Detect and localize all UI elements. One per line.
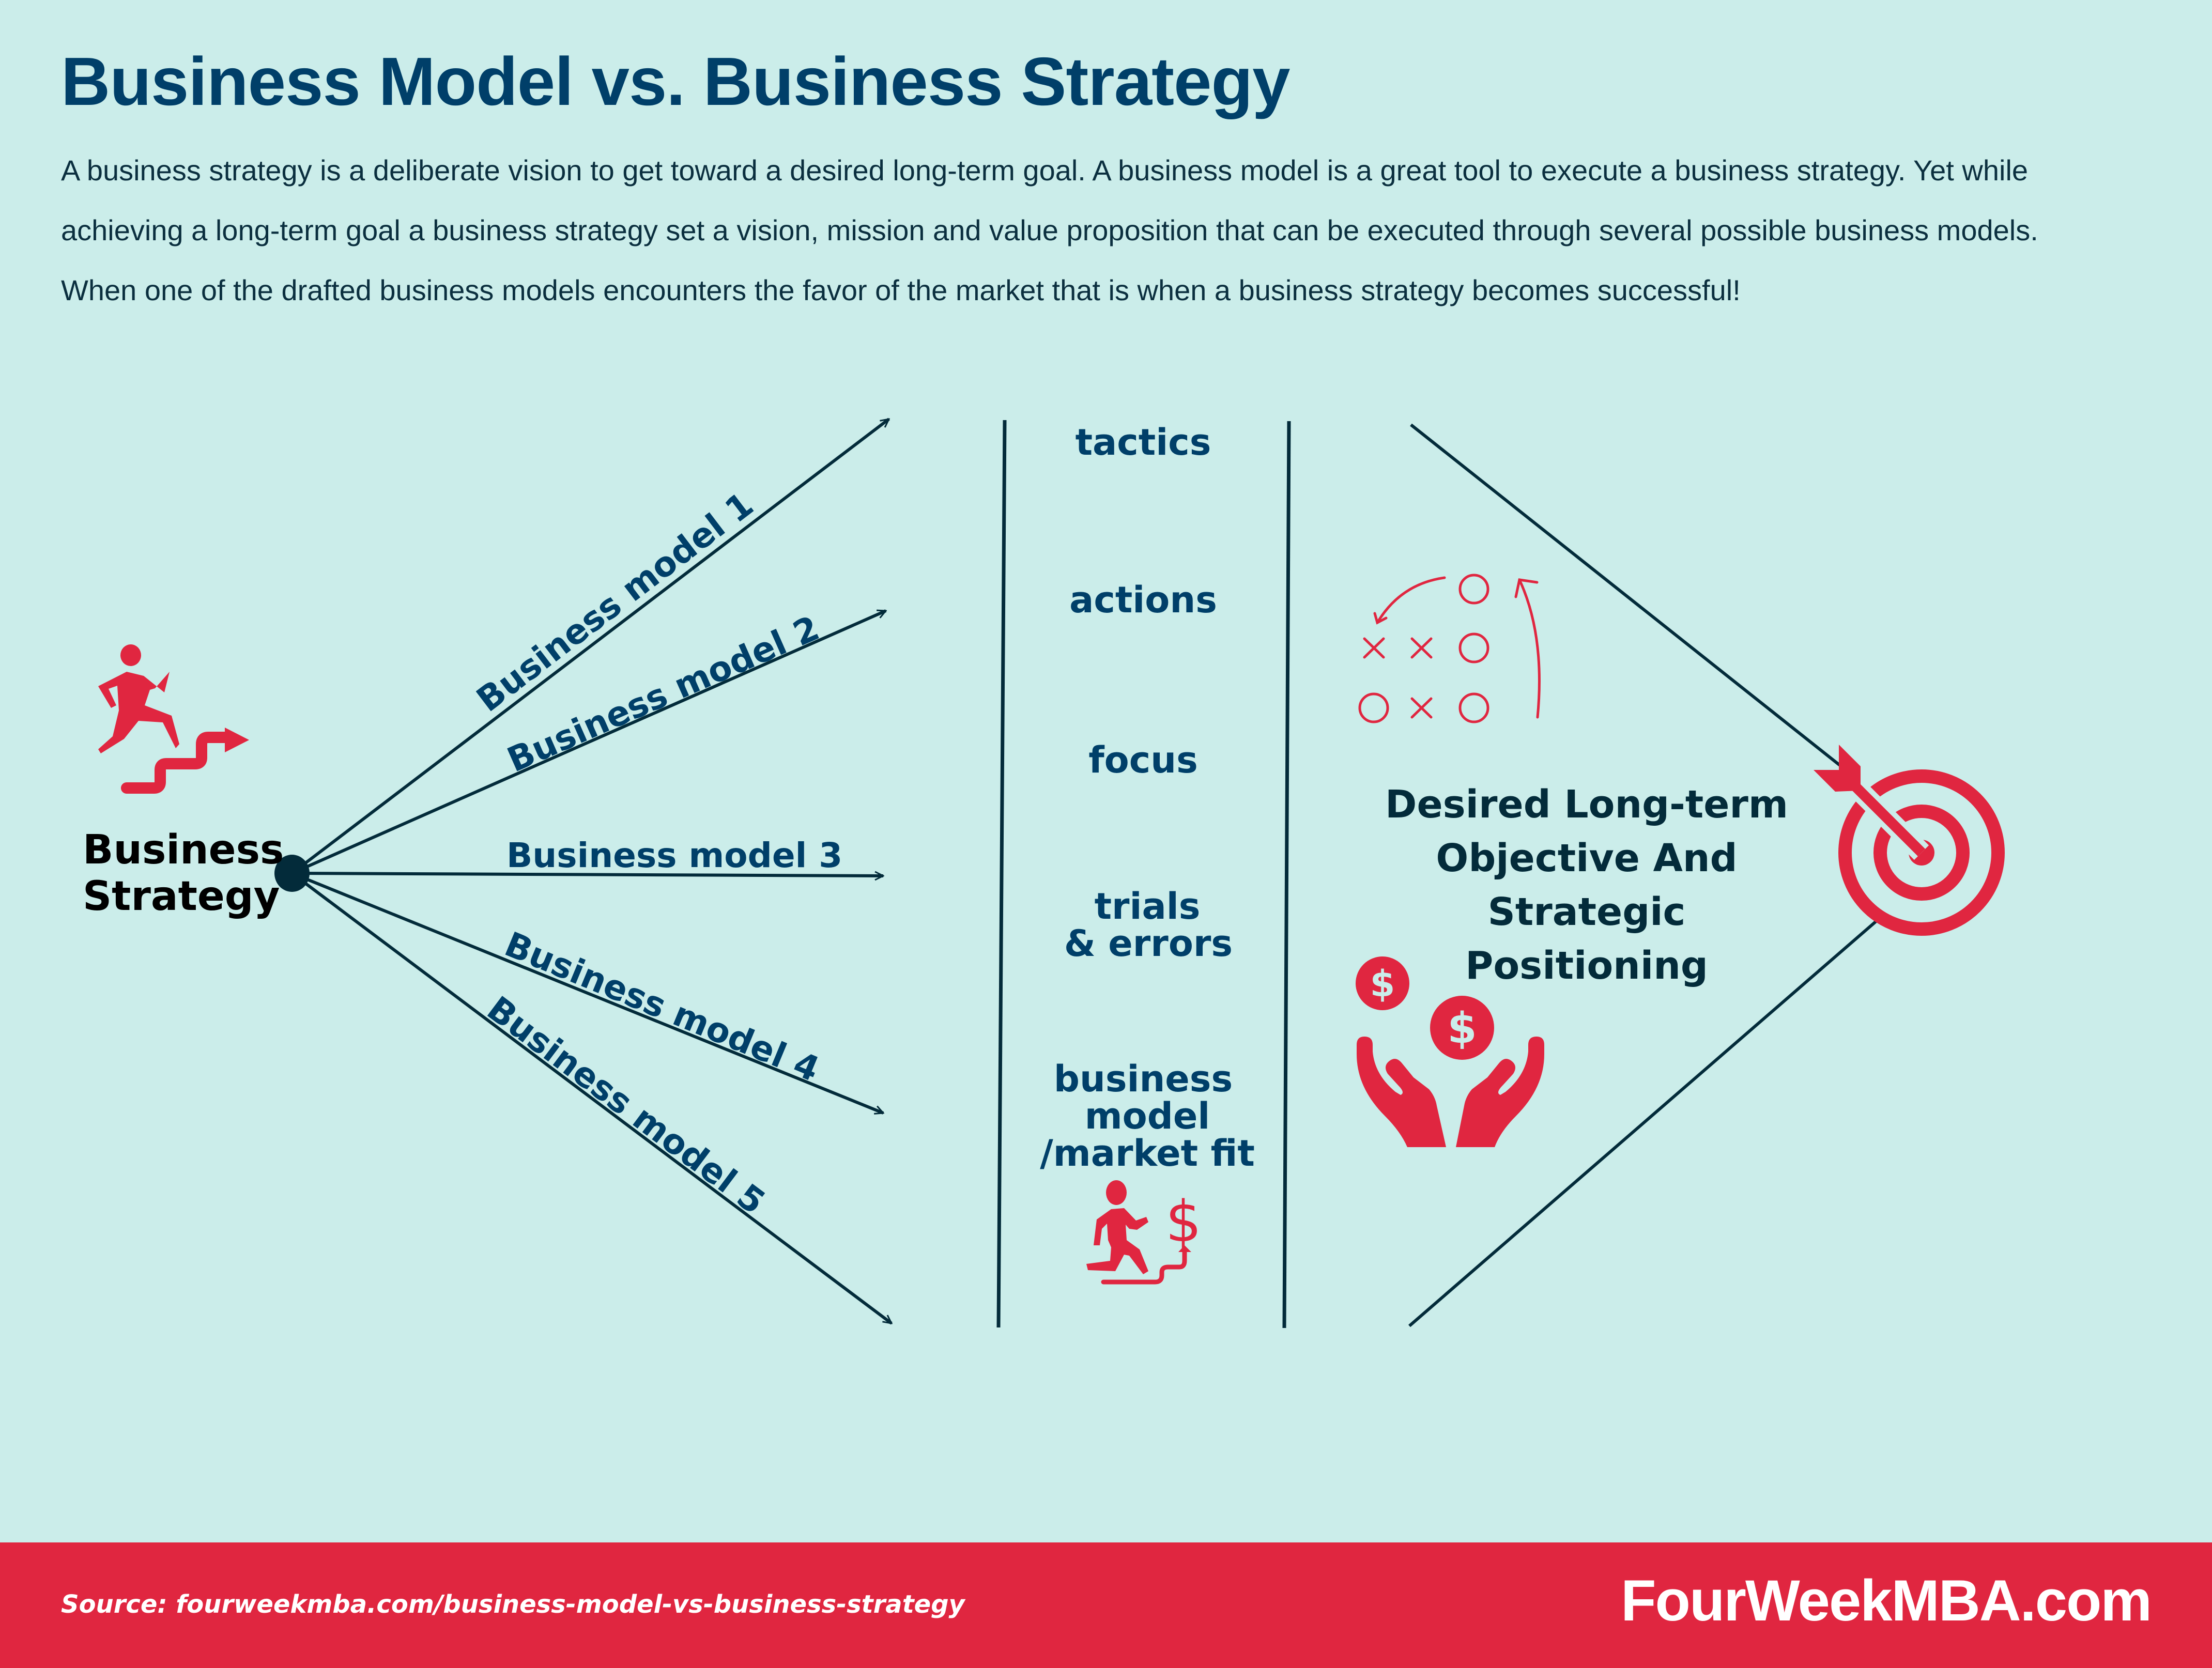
middle-item-actions: actions <box>1069 579 1217 621</box>
intro-line: A business strategy is a deliberate visi… <box>61 154 2029 187</box>
business-strategy-line2: Strategy <box>83 873 280 920</box>
arrow-business-model-4 <box>291 872 883 1113</box>
middle-item-tactics: tactics <box>1076 421 1211 464</box>
middle-item-market-fit: /market fit <box>1040 1132 1255 1175</box>
coin-dollar: $ <box>1447 1004 1477 1053</box>
business-strategy-line1: Business <box>83 827 284 873</box>
strategy-node <box>274 855 310 892</box>
target-arrow-icon <box>1814 745 2005 936</box>
strategy-playbook-icon <box>1358 574 1541 723</box>
footer-bar: Source: fourweekmba.com/business-model-v… <box>0 1542 2212 1668</box>
brand-logo[interactable]: FourWeekMBA.com <box>1621 1568 2152 1633</box>
goal-line-top <box>1410 423 1844 769</box>
arrow-business-model-1 <box>291 418 889 875</box>
source-link[interactable]: Source: fourweekmba.com/business-model-v… <box>61 1590 965 1619</box>
coin-dollar: $ <box>1370 963 1395 1005</box>
strategy-diagram: Business model 1 Business model 2 Busine… <box>98 418 2005 1329</box>
intro-line: achieving a long-term goal a business st… <box>61 214 2038 246</box>
dollar-sign: $ <box>1165 1188 1202 1255</box>
goal-line2: Objective And Strategic <box>1436 836 1738 934</box>
divider-left <box>996 420 1007 1328</box>
page-title: Business Model vs. Business Strategy <box>61 43 1291 119</box>
intro-line: When one of the drafted business models … <box>61 274 1741 306</box>
middle-item-focus: focus <box>1088 739 1198 781</box>
goal-line-bottom <box>1408 920 1877 1327</box>
person-running-to-money-icon: $ <box>1086 1180 1202 1285</box>
divider-right <box>1282 421 1291 1329</box>
business-model-3-label: Business model 3 <box>506 836 842 875</box>
middle-item-model: model <box>1085 1095 1210 1137</box>
middle-item-business: business <box>1054 1058 1233 1100</box>
middle-item-errors: & errors <box>1064 922 1233 965</box>
middle-item-trials: trials <box>1095 885 1201 928</box>
arrow-business-model-3 <box>291 873 883 876</box>
business-strategy-label: Business Strategy <box>83 827 284 920</box>
arrow-business-model-2 <box>291 609 886 875</box>
hands-with-coins-icon: $ $ <box>1356 956 1544 1147</box>
goal-line3: Positioning <box>1465 944 1708 988</box>
intro-paragraph: A business strategy is a deliberate visi… <box>61 141 2077 320</box>
person-climbing-stairs-icon <box>98 644 249 794</box>
goal-label: Desired Long-term Objective And Strategi… <box>1333 778 1840 993</box>
goal-line1: Desired Long-term <box>1385 782 1788 827</box>
arrow-business-model-5 <box>291 872 892 1325</box>
